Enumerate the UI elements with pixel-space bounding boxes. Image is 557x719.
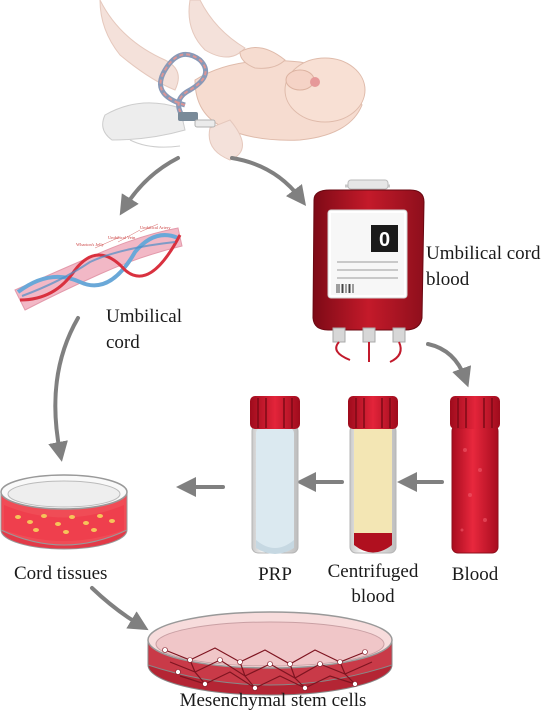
umbilical-vein-annotation: Umbilical Vein	[108, 235, 136, 240]
mesenchymal-stem-cell-dish	[147, 611, 393, 696]
umbilical-cord-illustration: Wharton's Jelly Umbilical Vein Umbilical…	[14, 223, 183, 311]
umbilical-cord-label-line1: Umbilical	[106, 306, 182, 327]
cord-tissues-label: Cord tissues	[14, 563, 108, 584]
centrifuged-blood-tube	[348, 396, 398, 554]
wharton-jelly-annotation: Wharton's Jelly	[76, 242, 105, 247]
blood-bag: 0	[312, 179, 425, 363]
newborn-delivery-illustration	[99, 0, 366, 161]
umbilical-cord-blood-label-line2: blood	[426, 269, 470, 290]
centrifuged-blood-label-line2: blood	[351, 586, 395, 607]
centrifuged-blood-label-line1: Centrifuged	[327, 561, 419, 582]
umbilical-artery-annotation: Umbilical Artery	[140, 225, 171, 230]
arrow-to-umbilical-cord	[119, 156, 180, 216]
prp-tube	[250, 396, 300, 554]
arrow-to-cord-blood	[230, 156, 307, 206]
arrow-tissues-to-msc	[90, 586, 149, 631]
blood-type-letter: 0	[379, 229, 390, 251]
umbilical-cord-blood-label-line1: Umbilical cord	[426, 243, 541, 264]
cord-tissue-dish	[0, 474, 128, 550]
barcode-graphic	[336, 284, 354, 293]
blood-label: Blood	[451, 564, 499, 585]
umbilical-cord-label-line2: cord	[106, 332, 140, 353]
prp-label: PRP	[258, 564, 292, 585]
arrow-cord-to-tissues	[48, 316, 80, 462]
arrow-bag-to-blood	[426, 342, 472, 388]
flow-arrows	[48, 156, 472, 631]
mesenchymal-stem-cells-label: Mesenchymal stem cells	[179, 690, 367, 711]
whole-blood-tube	[450, 396, 500, 554]
